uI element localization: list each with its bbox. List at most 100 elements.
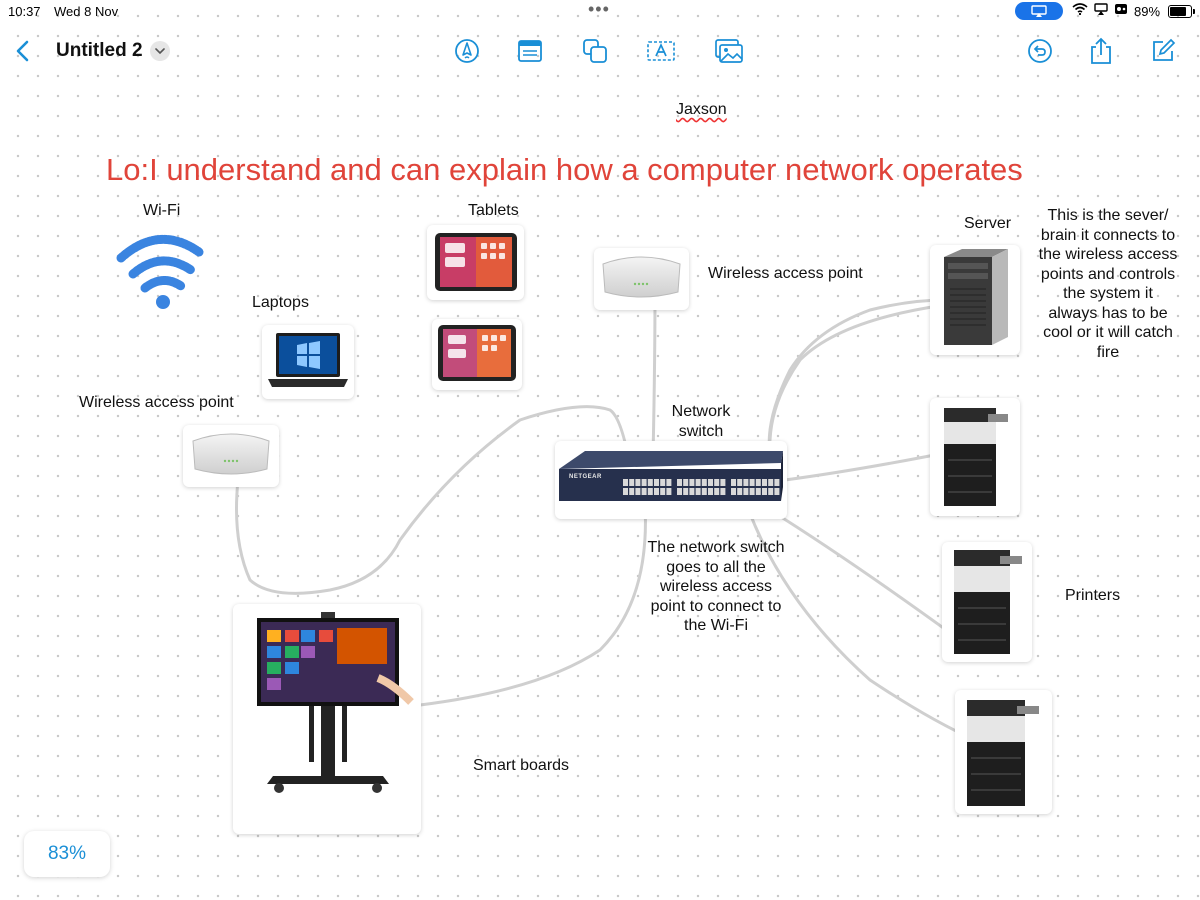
switch-port <box>714 479 720 486</box>
wifi-label[interactable]: Wi-Fi <box>143 202 181 219</box>
author-name[interactable]: Jaxson <box>676 101 727 118</box>
switch-note-line-1: The network switch <box>647 539 785 556</box>
pen-tool-button[interactable] <box>452 36 482 66</box>
back-chevron-icon <box>16 40 29 62</box>
tablets-label[interactable]: Tablets <box>468 202 519 219</box>
server-note-line-6: always has to be <box>1048 304 1168 322</box>
switch-port <box>701 479 707 486</box>
share-button[interactable] <box>1086 36 1116 66</box>
wifi-symbol-drawing[interactable] <box>113 222 207 316</box>
text-box-icon <box>647 41 675 61</box>
wap-left-image[interactable] <box>183 425 279 487</box>
switch-port <box>641 479 647 486</box>
compose-icon <box>1153 38 1176 61</box>
status-bar: 10:37 Wed 8 Nov ••• 89% <box>0 0 1200 24</box>
printers-label[interactable]: Printers <box>1065 587 1121 604</box>
document-title[interactable]: Untitled 2 <box>56 40 143 61</box>
sticky-note-button[interactable] <box>515 36 545 66</box>
switch-port <box>737 479 743 486</box>
status-date: Wed 8 Nov <box>54 4 119 19</box>
server-note-line-5: the system it <box>1063 285 1153 302</box>
printer-image-1[interactable] <box>930 398 1020 516</box>
media-icon <box>715 39 743 63</box>
switch-port <box>695 479 701 486</box>
network-switch-label[interactable]: Network switch <box>660 402 742 441</box>
media-button[interactable] <box>714 36 744 66</box>
switch-note[interactable]: The network switch goes to all the wirel… <box>638 538 794 636</box>
switch-port <box>708 479 713 486</box>
switch-port <box>629 479 635 486</box>
switch-port <box>635 479 641 486</box>
switch-port <box>714 488 720 495</box>
server-image[interactable] <box>930 245 1020 355</box>
title-menu-button[interactable] <box>150 41 170 61</box>
switch-brand-text: NETGEAR <box>569 474 602 480</box>
switch-port <box>654 479 659 486</box>
switch-port <box>768 479 774 486</box>
switch-port <box>689 488 695 495</box>
compose-button[interactable] <box>1148 36 1178 66</box>
printer-image-3[interactable] <box>955 690 1052 814</box>
smart-board-image[interactable] <box>233 604 421 834</box>
sticky-note-icon <box>518 40 542 62</box>
tablet-image-1[interactable] <box>427 225 524 300</box>
switch-port <box>755 488 761 495</box>
status-time: 10:37 <box>8 4 41 19</box>
switch-port <box>720 479 726 486</box>
screen-mirror-status-icon <box>1094 3 1108 15</box>
switch-port <box>737 488 743 495</box>
zoom-level-button[interactable]: 83% <box>24 831 110 877</box>
switch-port <box>720 488 726 495</box>
server-note-line-2: brain it connects to <box>1040 226 1176 244</box>
battery-icon <box>1168 5 1195 18</box>
share-icon <box>1091 37 1111 64</box>
switch-port <box>677 488 682 495</box>
switch-port <box>635 488 641 495</box>
switch-port <box>647 488 653 495</box>
screen-mirroring-icon <box>1031 5 1047 17</box>
switch-note-line-2: goes to all the <box>666 558 766 576</box>
back-button[interactable] <box>8 36 38 66</box>
smart-boards-label[interactable]: Smart boards <box>473 757 570 774</box>
switch-port <box>660 488 666 495</box>
server-note-line-1: This is the sever/ <box>1047 207 1169 224</box>
switch-port <box>647 479 653 486</box>
wifi-status-icon <box>1072 3 1088 15</box>
switch-port <box>708 488 713 495</box>
switch-port <box>695 488 701 495</box>
server-note-line-8: fire <box>1096 343 1120 361</box>
printer-image-2[interactable] <box>942 542 1032 662</box>
shapes-button[interactable] <box>580 36 610 66</box>
tablet-image-2[interactable] <box>432 319 522 390</box>
switch-port <box>731 488 736 495</box>
shapes-icon <box>583 39 607 63</box>
multitasking-dots-icon[interactable]: ••• <box>588 0 610 19</box>
switch-port <box>743 488 749 495</box>
server-label[interactable]: Server <box>964 215 1012 232</box>
toolbar: Untitled 2 <box>0 30 1200 72</box>
laptop-image[interactable] <box>262 325 354 399</box>
wap-left-label[interactable]: Wireless access point <box>79 394 234 411</box>
switch-port <box>774 479 780 486</box>
network-switch-image[interactable]: NETGEAR <box>555 441 787 519</box>
server-note-line-7: cool or it will catch <box>1043 324 1173 341</box>
text-box-button[interactable] <box>646 36 676 66</box>
switch-port <box>749 479 755 486</box>
switch-port <box>768 488 774 495</box>
switch-port <box>743 479 749 486</box>
laptops-label[interactable]: Laptops <box>252 294 309 311</box>
undo-button[interactable] <box>1025 36 1055 66</box>
wap-top-label[interactable]: Wireless access point <box>708 265 863 282</box>
switch-port <box>762 479 767 486</box>
wap-top-image[interactable] <box>594 248 689 310</box>
switch-port <box>762 488 767 495</box>
network-switch-label-line-1: Network <box>671 403 731 420</box>
server-note[interactable]: This is the sever/ brain it connects to … <box>1032 206 1184 362</box>
switch-port <box>629 488 635 495</box>
switch-note-line-4: point to connect to <box>650 597 782 615</box>
switch-port <box>731 479 736 486</box>
screen-mirroring-indicator[interactable] <box>1015 2 1063 20</box>
server-note-line-4: points and controls <box>1040 265 1176 283</box>
learning-objective[interactable]: Lo:I understand and can explain how a co… <box>106 152 1023 187</box>
server-note-line-3: the wireless access <box>1038 246 1178 263</box>
